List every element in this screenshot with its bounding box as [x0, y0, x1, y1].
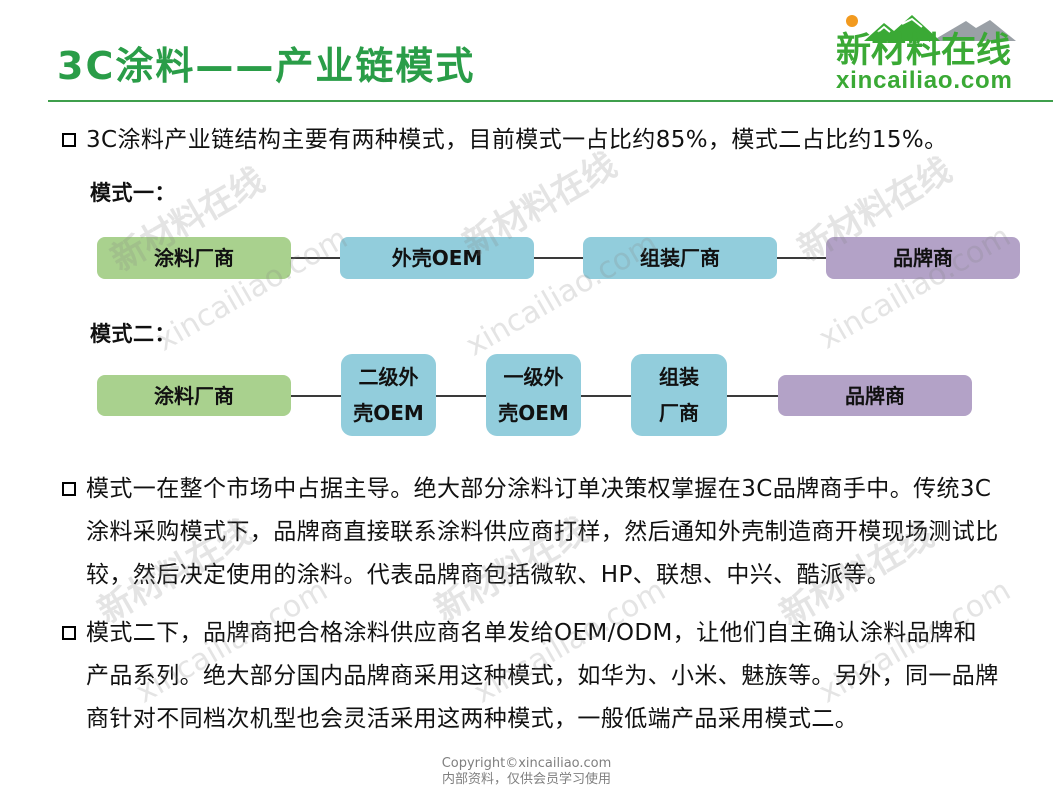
square-bullet-icon — [62, 482, 76, 496]
mode2-label: 模式二： — [90, 322, 176, 346]
connector-line — [777, 257, 826, 259]
paragraph-line: 模式一在整个市场中占据主导。绝大部分涂料订单决策权掌握在3C品牌商手中。传统3C — [86, 476, 992, 502]
mode1-node-brand-owner: 品牌商 — [826, 237, 1020, 279]
slide-title: 3C涂料——产业链模式 — [57, 44, 476, 88]
mode1-node-assembler: 组装厂商 — [583, 237, 777, 279]
gray-mountain-icon — [932, 20, 1016, 41]
title-underline — [48, 100, 1053, 102]
paragraph-line: 3C涂料产业链结构主要有两种模式，目前模式一占比约85%，模式二占比约15%。 — [86, 127, 948, 153]
node-label: 一级外壳OEM — [498, 365, 569, 425]
mode2-paragraph: 模式二下，品牌商把合格涂料供应商名单发给OEM/ODM，让他们自主确认涂料品牌和… — [86, 612, 999, 741]
connector-line — [291, 257, 340, 259]
green-mountain-icon — [864, 15, 940, 41]
connector-line — [727, 395, 778, 397]
footer-notice: 内部资料，仅供会员学习使用 — [441, 772, 611, 787]
footer-copyright: Copyright©xincailiao.com — [441, 756, 612, 771]
mountain-snow-stripe — [877, 25, 891, 33]
mode1-label: 模式一： — [90, 181, 176, 205]
paragraph-line: 模式二下，品牌商把合格涂料供应商名单发给OEM/ODM，让他们自主确认涂料品牌和 — [86, 620, 977, 646]
paragraph-line: 较，然后决定使用的涂料。代表品牌商包括微软、HP、联想、中兴、酷派等。 — [86, 562, 891, 588]
paragraph-line: 涂料采购模式下，品牌商直接联系涂料供应商打样，然后通知外壳制造商开模现场测试比 — [86, 519, 999, 545]
node-label: 品牌商 — [845, 383, 905, 408]
node-label: 二级外壳OEM — [353, 365, 424, 425]
node-label: 品牌商 — [893, 246, 953, 270]
footer: Copyright©xincailiao.com 内部资料，仅供会员学习使用 — [0, 756, 1053, 788]
mode2-node-tier2-shell-oem: 二级外壳OEM — [341, 354, 436, 436]
sun-icon — [846, 15, 858, 27]
node-label: 涂料厂商 — [154, 246, 234, 270]
node-label: 涂料厂商 — [154, 383, 234, 408]
mode2-node-assembler: 组装厂商 — [631, 354, 727, 436]
node-label: 组装厂商 — [659, 365, 699, 425]
mountain-snow-stripe — [901, 17, 923, 28]
connector-line — [534, 257, 583, 259]
connector-line — [291, 395, 341, 397]
square-bullet-icon — [62, 133, 76, 147]
mode1-node-coating-maker: 涂料厂商 — [97, 237, 291, 279]
mode1-node-shell-oem: 外壳OEM — [340, 237, 534, 279]
square-bullet-icon — [62, 626, 76, 640]
connector-line — [436, 395, 486, 397]
connector-line — [581, 395, 631, 397]
node-label: 组装厂商 — [640, 246, 720, 270]
mode2-node-coating-maker: 涂料厂商 — [97, 375, 291, 416]
intro-paragraph: 3C涂料产业链结构主要有两种模式，目前模式一占比约85%，模式二占比约15%。 — [86, 119, 948, 162]
paragraph-line: 商针对不同档次机型也会灵活采用这两种模式，一般低端产品采用模式二。 — [86, 706, 859, 732]
logo-brand-text: 新材料在线 — [836, 31, 1012, 71]
mountain-sun-logo-icon — [846, 15, 1016, 41]
paragraph-line: 产品系列。绝大部分国内品牌商采用这种模式，如华为、小米、魅族等。另外，同一品牌 — [86, 663, 999, 689]
mode2-node-brand-owner: 品牌商 — [778, 375, 972, 416]
mode1-paragraph: 模式一在整个市场中占据主导。绝大部分涂料订单决策权掌握在3C品牌商手中。传统3C… — [86, 468, 999, 597]
logo-url-text: xincailiao.com — [836, 67, 1013, 94]
node-label: 外壳OEM — [391, 246, 483, 270]
mode2-node-tier1-shell-oem: 一级外壳OEM — [486, 354, 581, 436]
